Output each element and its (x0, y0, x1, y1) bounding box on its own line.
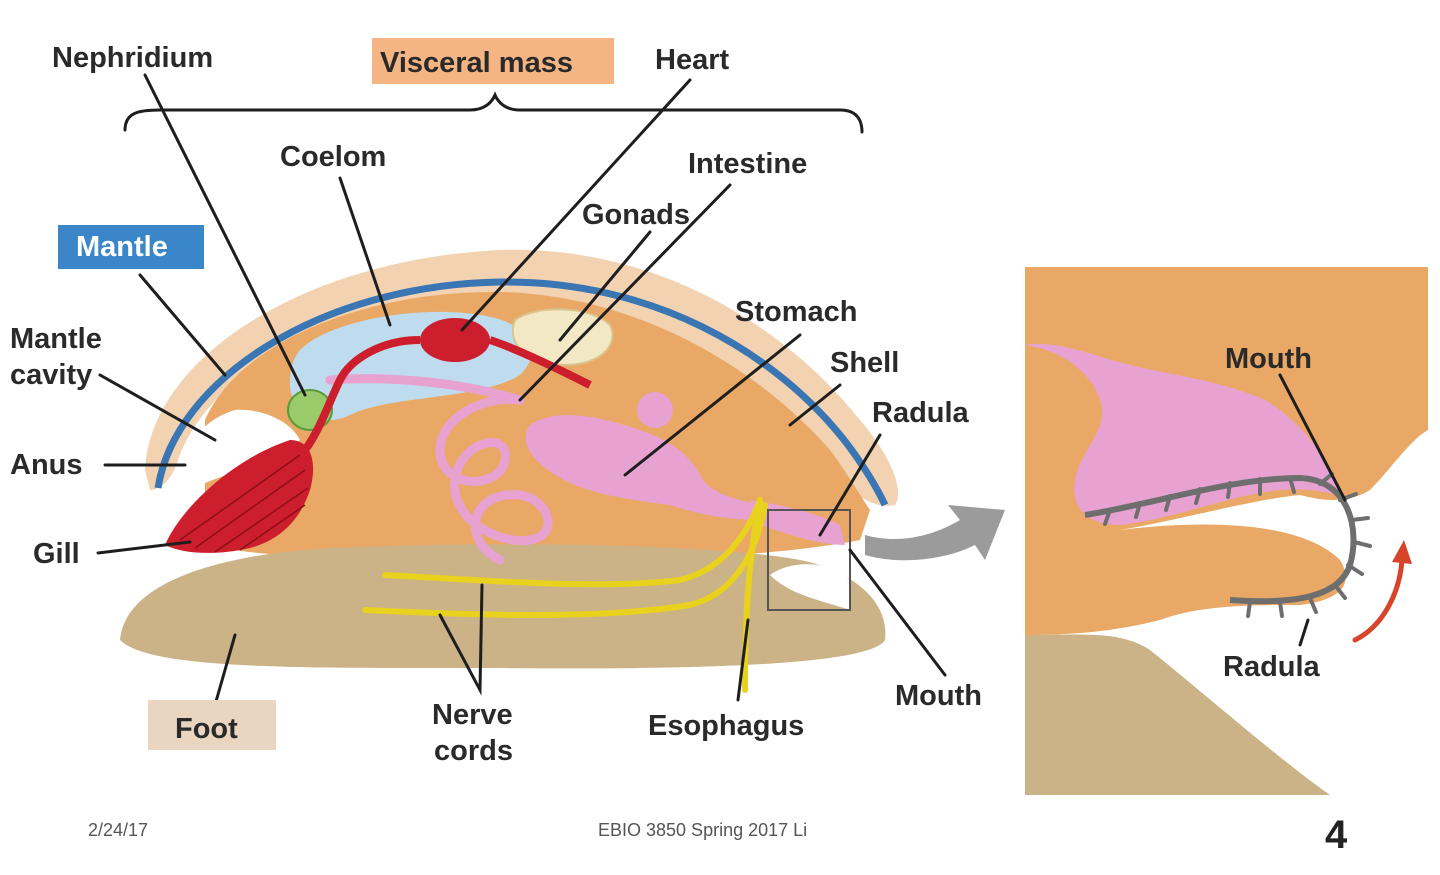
label-mouth: Mouth (895, 680, 982, 712)
inset-arrowhead (1392, 540, 1412, 564)
heart-vessels (301, 336, 592, 453)
label-nephridium: Nephridium (52, 42, 213, 74)
label-gill: Gill (33, 538, 80, 570)
footer-course: EBIO 3850 Spring 2017 Li (598, 820, 807, 840)
inset-motion-arrow (1352, 557, 1405, 643)
label-nerve-cords-line1: Nerve (432, 699, 513, 731)
mantle-label-box (58, 225, 204, 269)
inset-label-radula: Radula (1223, 651, 1321, 683)
label-intestine: Intestine (688, 148, 807, 180)
label-shell: Shell (830, 347, 899, 379)
labels: Nephridium Visceral mass Heart Coelom In… (10, 42, 982, 767)
gill-lamellae (179, 454, 309, 553)
label-mantle: Mantle (76, 231, 168, 263)
label-coelom: Coelom (280, 141, 386, 173)
foot-label-box (148, 700, 276, 750)
label-radula: Radula (872, 397, 970, 429)
mouth-opening (770, 564, 850, 610)
label-stomach: Stomach (735, 296, 857, 328)
label-heart: Heart (655, 44, 729, 76)
inset-highlight-box (767, 509, 851, 611)
digestive-tract (325, 374, 553, 565)
footer-date: 2/24/17 (88, 820, 148, 840)
label-anus: Anus (10, 449, 83, 481)
label-visceral-mass: Visceral mass (380, 47, 573, 79)
main-body-diagram (120, 91, 1005, 693)
visceral-mass-label-box (372, 38, 614, 84)
label-nerve-cords-line2: cords (434, 735, 513, 767)
label-mantle-cavity-line2: cavity (10, 359, 92, 391)
label-foot: Foot (175, 713, 238, 745)
page-number: 4 (1325, 813, 1348, 857)
label-mantle-cavity-line1: Mantle (10, 323, 102, 355)
mantle-cavity-shape (165, 409, 300, 500)
heart-shape (420, 318, 490, 362)
inset-foot (1025, 634, 1330, 795)
label-gonads: Gonads (582, 199, 690, 231)
radula-inset: Mouth Radula (1025, 267, 1428, 795)
inset-label-mouth: Mouth (1225, 343, 1312, 375)
nerve-cords-shape (362, 497, 768, 693)
leader-lines (96, 73, 947, 707)
digestive-gland (637, 392, 673, 428)
inset-radula-teeth (1103, 472, 1372, 618)
label-esophagus: Esophagus (648, 710, 804, 742)
visceral-mass-brace (123, 91, 864, 134)
inset-radula-belt (1084, 474, 1357, 605)
inset-lower-body (1025, 524, 1346, 635)
zoom-arrow (865, 505, 1005, 561)
stomach-shape (525, 415, 760, 520)
mantle-layer (154, 278, 889, 507)
